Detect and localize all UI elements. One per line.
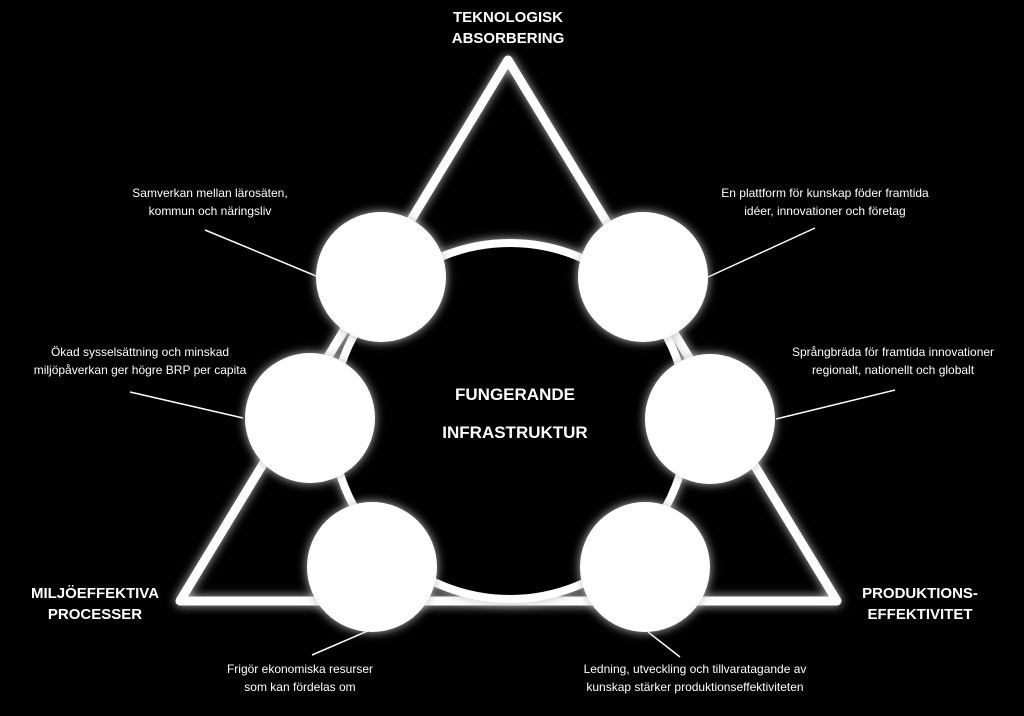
node-circle-3: [245, 353, 375, 483]
node-label-5: Frigör ekonomiska resurser som kan förde…: [190, 660, 410, 696]
node-6-line1: Ledning, utveckling och tillvaratagande …: [583, 662, 807, 676]
connector-line-3: [129, 391, 244, 419]
node-label-1: Samverkan mellan lärosäten, kommun och n…: [80, 184, 340, 220]
node-4-line1: Språngbräda för framtida innovationer: [791, 345, 995, 359]
center-line1: FUNGERANDE: [455, 385, 575, 404]
corner-top-line1: TEKNOLOGISK: [452, 9, 563, 26]
corner-label-top: TEKNOLOGISK ABSORBERING: [408, 7, 608, 49]
connector-line-5: [311, 629, 371, 656]
center-title: FUNGERANDE INFRASTRUKTUR: [410, 376, 620, 452]
node-label-2: En plattform för kunskap föder framtida …: [680, 184, 970, 220]
node-circle-6: [580, 502, 710, 632]
connector-line-1: [204, 229, 317, 277]
node-5-line1: Frigör ekonomiska resurser: [226, 662, 374, 676]
corner-left-line1: MILJÖEFFEKTIVA: [30, 585, 160, 602]
node-5-line2: som kan fördelas om: [244, 680, 356, 694]
corner-label-left: MILJÖEFFEKTIVA PROCESSER: [0, 583, 190, 625]
node-circle-1: [316, 212, 446, 342]
node-1-line1: Samverkan mellan lärosäten,: [132, 186, 288, 200]
corner-left-line2: PROCESSER: [47, 606, 143, 623]
node-1-line2: kommun och näringsliv: [148, 204, 272, 218]
node-4-line2: regionalt, nationellt och globalt: [811, 363, 975, 377]
node-6-line2: kunskap stärker produktionseffektivitete…: [586, 680, 804, 694]
node-circle-5: [307, 502, 437, 632]
center-line2: INFRASTRUKTUR: [442, 423, 588, 442]
connector-line-2: [707, 227, 816, 278]
node-label-6: Ledning, utveckling och tillvaratagande …: [535, 660, 855, 696]
corner-right-line1: PRODUKTIONS-: [862, 585, 978, 602]
node-label-3: Ökad sysselsättning och minskad miljöpåv…: [0, 343, 280, 379]
corner-top-line2: ABSORBERING: [451, 30, 565, 47]
connector-line-6: [647, 631, 681, 658]
corner-right-line2: EFFEKTIVITET: [867, 606, 973, 623]
node-3-line1: Ökad sysselsättning och minskad: [50, 345, 230, 359]
node-label-4: Språngbräda för framtida innovationer re…: [758, 343, 1024, 379]
node-2-line1: En plattform för kunskap föder framtida: [721, 186, 929, 200]
node-circle-4: [645, 354, 775, 484]
corner-label-right: PRODUKTIONS- EFFEKTIVITET: [820, 583, 1020, 625]
connector-line-4: [775, 389, 896, 420]
node-3-line2: miljöpåverkan ger högre BRP per capita: [33, 363, 247, 377]
node-circle-2: [578, 212, 708, 342]
node-2-line2: idéer, innovationer och företag: [744, 204, 906, 218]
